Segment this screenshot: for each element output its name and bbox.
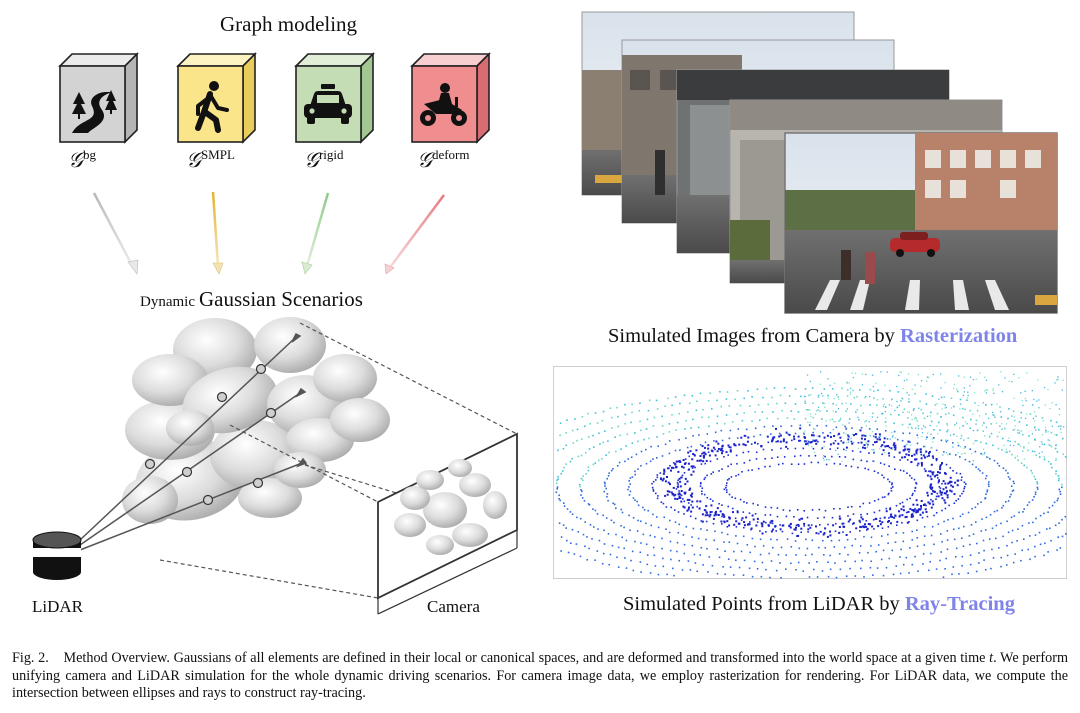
motorcycle-icon [420,83,467,126]
graph-label-deform: 𝒢deform [417,147,470,172]
smpl-cube [176,52,257,144]
lidar-caption: Simulated Points from LiDAR by Ray-Traci… [623,593,1015,615]
figure-number: Fig. 2. [12,650,49,666]
point-cloud-points [555,371,1067,579]
lidar-point-cloud [553,366,1067,579]
graph-label-rigid: 𝒢rigid [304,147,344,172]
lidar-label: LiDAR [32,597,83,616]
pedestrian-icon [195,81,229,133]
figure-caption: Fig. 2. Method Overview. Gaussians of al… [12,650,1068,701]
camera-caption: Simulated Images from Camera by Rasteriz… [608,325,1018,347]
road-trees-icon [72,90,117,133]
car-icon [304,84,352,124]
graph-diagram [32,52,518,615]
graph-arrows [92,191,446,275]
graph-label-bg: 𝒢bg [68,147,96,172]
ray-intersections [144,363,277,506]
deform-cube [410,52,491,144]
lidar-device-icon [32,531,82,580]
graph-modeling-title: Graph modeling [220,12,358,36]
graph-label-smpl: 𝒢SMPL [186,147,235,172]
bg-cube [58,52,139,144]
camera-label: Camera [427,597,480,616]
camera-projection [394,459,507,555]
gaussian-scenarios-title: Dynamic Gaussian Scenarios [140,287,363,311]
camera-image-stack [581,11,1058,314]
rigid-cube [294,52,375,144]
